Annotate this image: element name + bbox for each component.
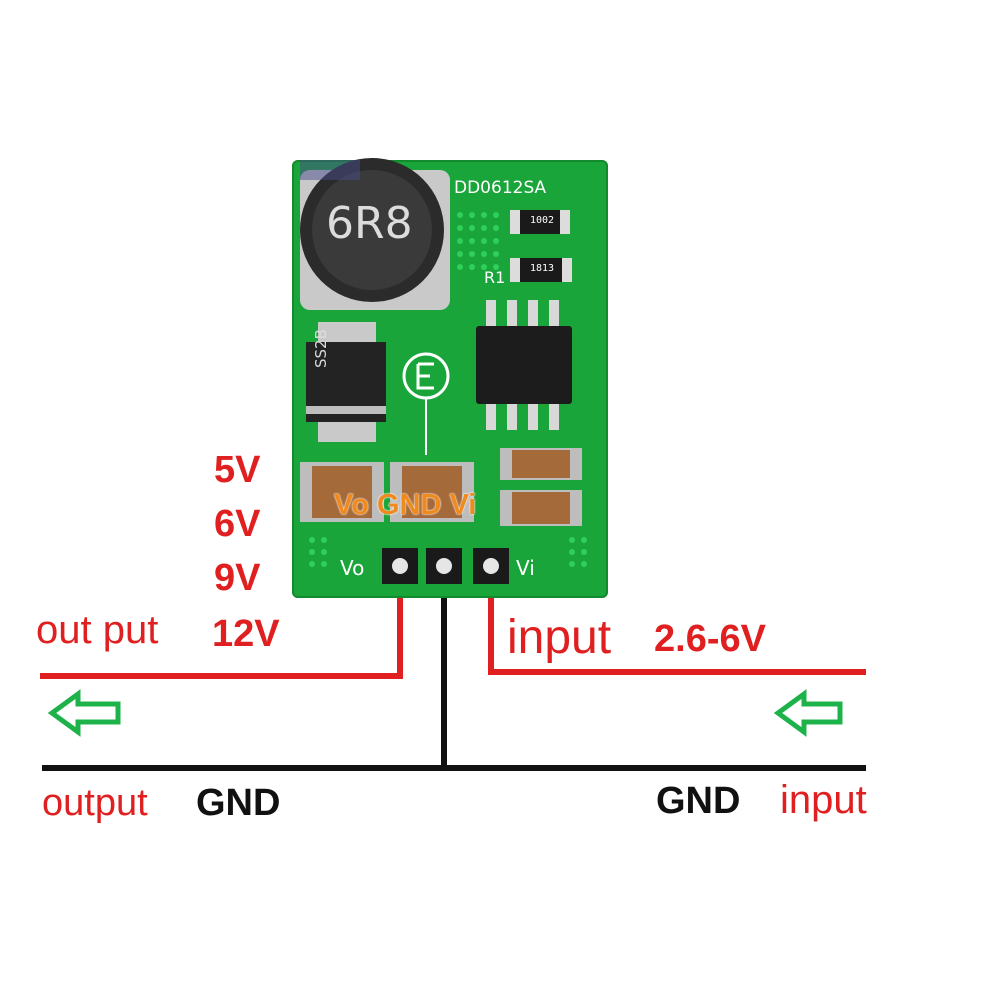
- inductor-marking: 6R8: [326, 198, 413, 249]
- capacitor-left: [300, 462, 384, 522]
- resistor-bottom-marking: 1813: [530, 263, 555, 274]
- resistor-label: R1: [484, 268, 506, 287]
- board-model-label: DD0612SA: [454, 178, 547, 198]
- header-labels: Vo GND Vi: [334, 489, 477, 521]
- pin-label-vo: Vo: [340, 556, 365, 580]
- pin-gnd: [426, 548, 462, 584]
- voltage-12v: 12V: [212, 613, 280, 655]
- input-range: 2.6-6V: [654, 618, 766, 660]
- voltage-6v: 6V: [214, 503, 261, 545]
- capacitor-middle: [390, 462, 474, 522]
- ic-chip: [476, 300, 572, 430]
- input-arrow-icon: [773, 689, 843, 737]
- input-gnd-suffix: input: [780, 778, 867, 822]
- capacitor-right-bottom: [500, 490, 582, 526]
- output-gnd-prefix: output: [42, 782, 148, 824]
- output-gnd-label: GND: [196, 782, 281, 824]
- output-arrow-icon: [47, 689, 121, 737]
- resistor-top-marking: 1002: [530, 215, 555, 226]
- capacitor-right-top: [500, 448, 582, 480]
- output-label: out put: [36, 608, 159, 652]
- voltage-9v: 9V: [214, 557, 261, 599]
- output-power-wire: [40, 572, 403, 679]
- voltage-5v: 5V: [214, 449, 261, 491]
- diode-marking: SS2B: [312, 329, 330, 368]
- pin-vi: [473, 548, 509, 584]
- via-grid: [457, 212, 499, 270]
- resistor-bottom: [510, 258, 572, 282]
- input-gnd-label: GND: [656, 780, 741, 822]
- pin-label-vi: Vi: [516, 556, 535, 580]
- input-label: input: [507, 611, 612, 664]
- diode-pad-top: [318, 322, 376, 344]
- input-power-wire: [488, 572, 866, 675]
- diode-pad-bottom: [318, 420, 376, 442]
- pin-vo: [382, 548, 418, 584]
